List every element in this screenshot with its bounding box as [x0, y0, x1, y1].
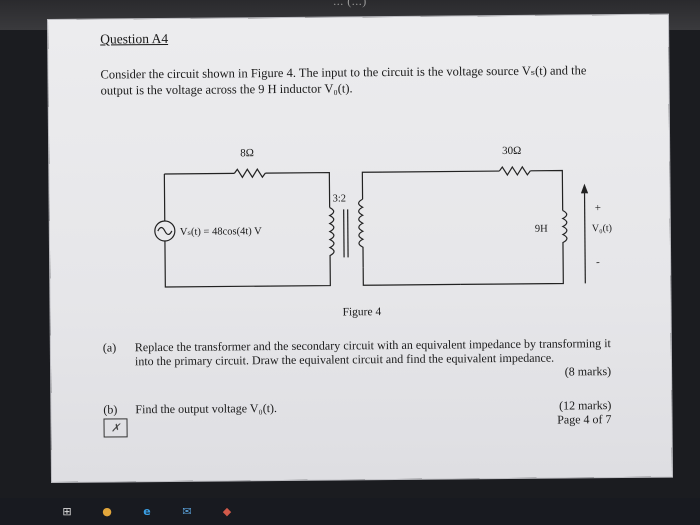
part-a-text: Replace the transformer and the secondar… — [134, 336, 611, 369]
cropped-header-text: ... (...) — [333, 0, 367, 8]
stamp-box: ✗ — [103, 418, 128, 438]
taskbar: ⊞ ● e ✉ ◆ — [0, 498, 700, 525]
figure-caption: Figure 4 — [342, 306, 382, 319]
chrome-icon[interactable]: ● — [102, 505, 112, 518]
exam-page: Question A4 Consider the circuit shown i… — [48, 14, 673, 482]
plus-sign: + — [595, 202, 601, 214]
inductor-label: 9H — [535, 224, 548, 235]
r-secondary-label: 30Ω — [502, 145, 521, 157]
page-number: Page 4 of 7 — [557, 412, 612, 427]
app-icon[interactable]: ◆ — [222, 505, 232, 518]
turns-ratio-label: 3:2 — [333, 193, 347, 204]
edge-icon[interactable]: e — [143, 505, 151, 518]
source-label: Vₛ(t) = 48cos(4t) V — [180, 226, 262, 238]
r-primary-label: 8Ω — [240, 147, 254, 159]
output-voltage-label: V₀(t) — [592, 223, 612, 234]
part-a-label: (a) — [102, 340, 117, 355]
question-intro: Consider the circuit shown in Figure 4. … — [100, 63, 587, 98]
part-b-text: Find the output voltage V₀(t). — [135, 401, 278, 417]
part-a-marks: (8 marks) — [564, 364, 612, 379]
windows-taskview-icon[interactable]: ⊞ — [62, 505, 72, 518]
mail-icon[interactable]: ✉ — [182, 505, 192, 518]
circuit-figure: 8Ω 30Ω 3:2 Vₛ(t) = 48cos(4t) V 9H V₀(t) … — [154, 145, 612, 288]
part-b-label: (b) — [103, 402, 118, 417]
minus-sign: - — [596, 256, 600, 268]
question-title: Question A4 — [100, 30, 169, 47]
